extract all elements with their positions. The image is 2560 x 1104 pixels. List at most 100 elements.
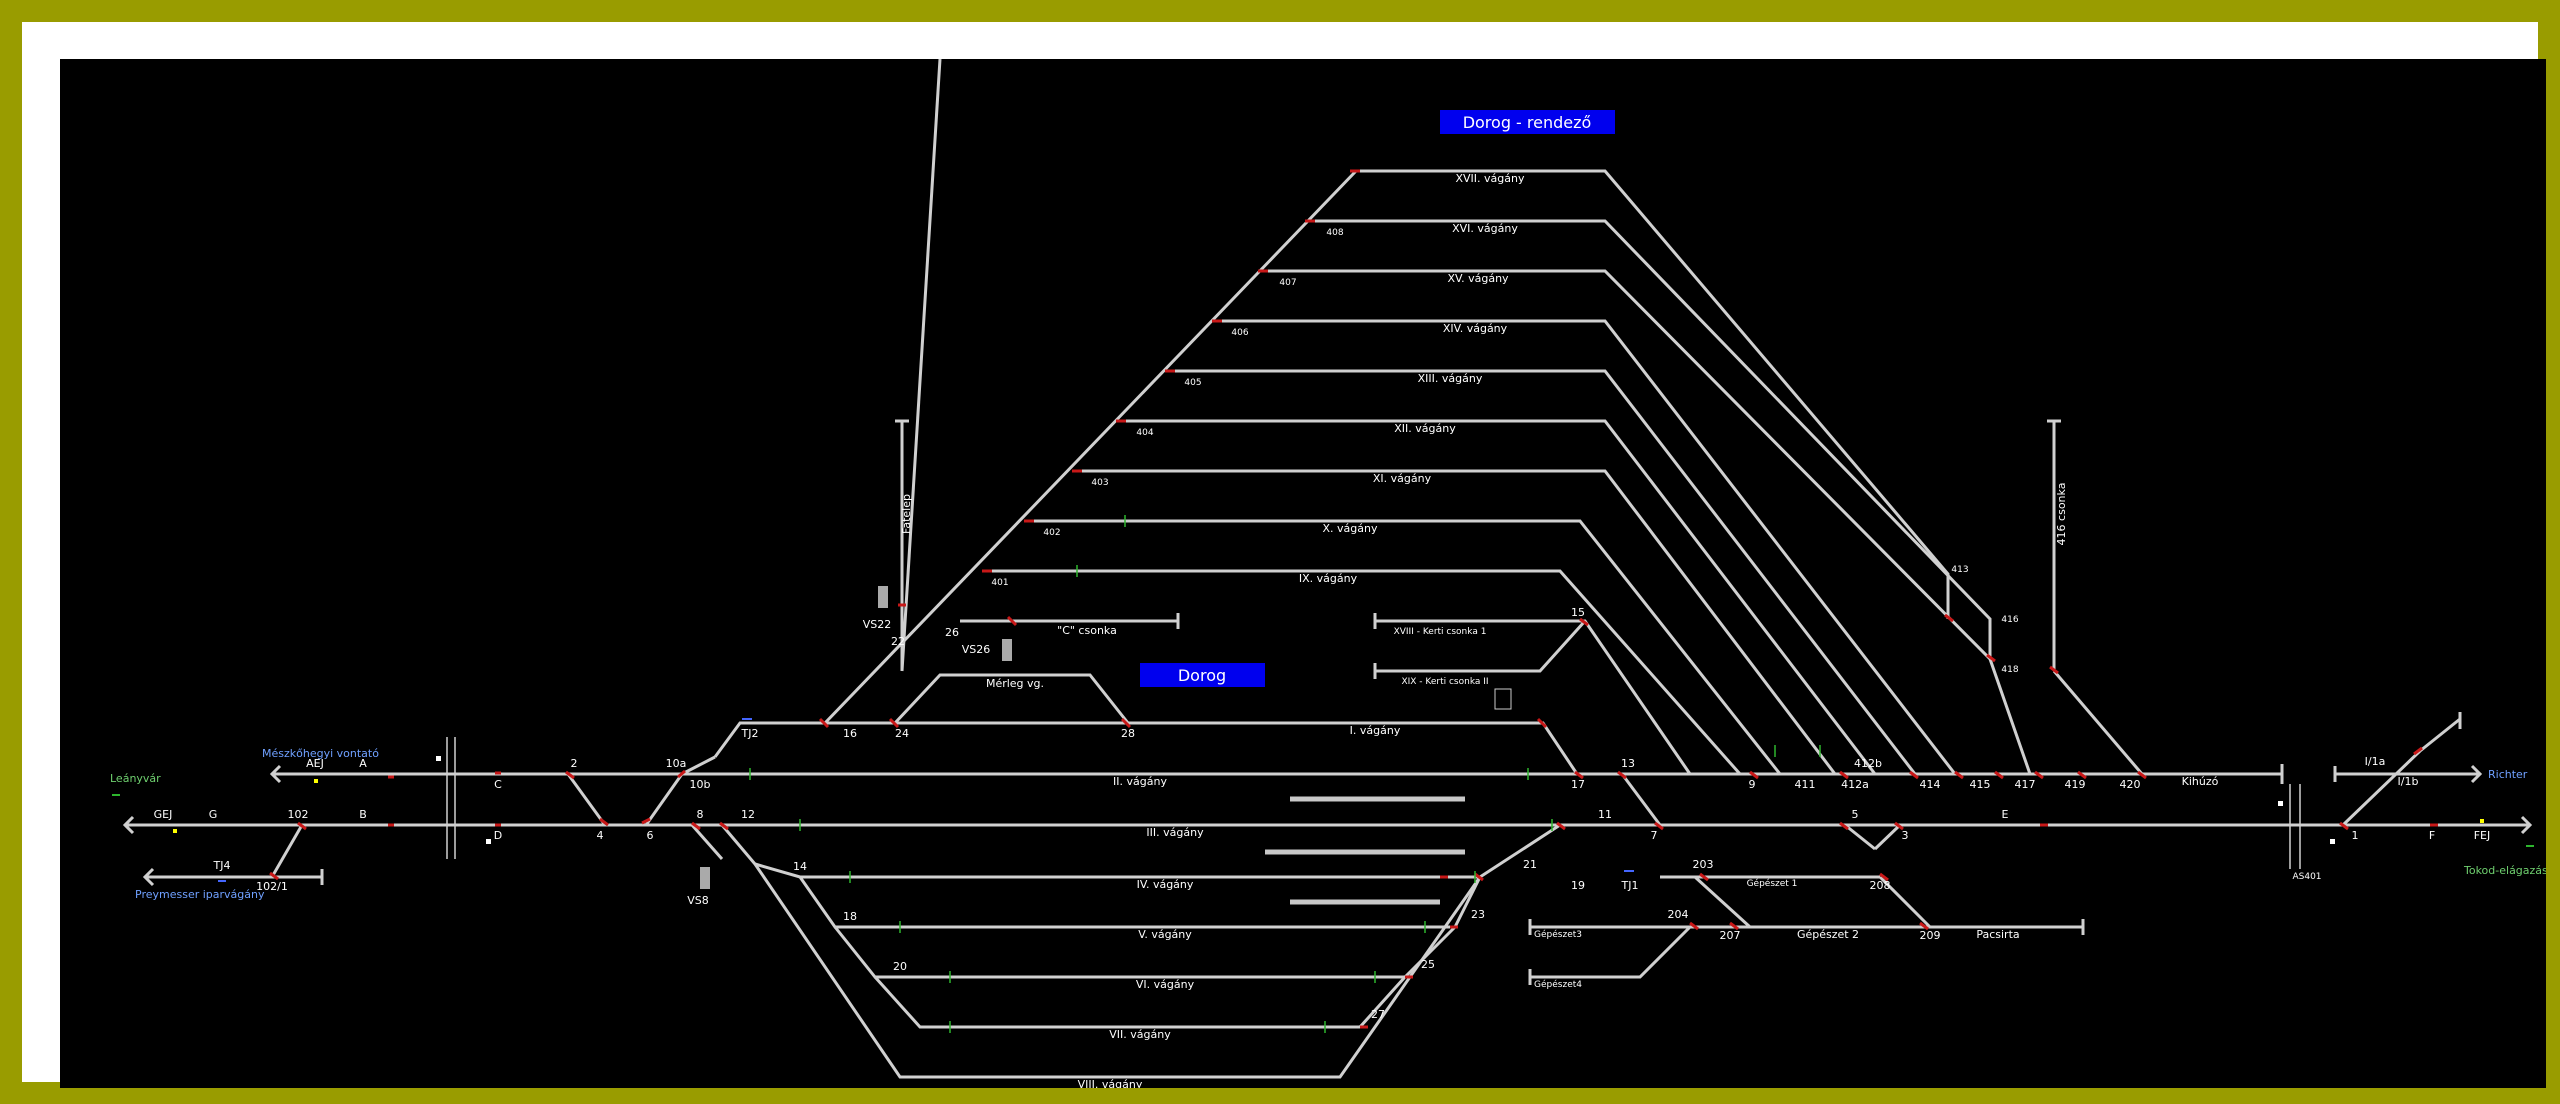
label-kihuzo: Kihúzó	[2182, 775, 2219, 788]
white-marker-2	[486, 839, 491, 844]
track-xi[interactable]	[1078, 469, 1837, 775]
switch-14: 14	[793, 860, 807, 873]
label-track-xviii: XVIII - Kerti csonka 1	[1394, 627, 1487, 637]
track-ii-left-arrow	[269, 764, 282, 784]
sig-b: B	[359, 808, 367, 821]
switch-1: 1	[2352, 829, 2359, 842]
crossover-6-10b	[644, 773, 684, 826]
track-xiii[interactable]	[1172, 369, 1917, 775]
switch-412b: 412b	[1854, 757, 1882, 770]
main-tracks	[122, 712, 2533, 887]
label-track-xiv: XIV. vágány	[1443, 322, 1508, 335]
outer-frame: Dorog - rendező Dorog	[22, 22, 2546, 1088]
track-xviii[interactable]	[1375, 619, 1692, 775]
white-marker-1	[436, 756, 441, 761]
switch-204: 204	[1668, 908, 1689, 921]
label-track-ix: IX. vágány	[1299, 572, 1358, 585]
switch-8: 8	[697, 808, 704, 821]
vs26-signal-icon	[1002, 639, 1012, 661]
switch-labels: 2 4 6 8 10a 10b 12 14 16 18 20 22 24 26 …	[256, 228, 2358, 1021]
platforms	[1265, 796, 1465, 905]
track-iii-right-arrow	[2520, 815, 2533, 835]
track-viii[interactable]	[720, 824, 1482, 1079]
switch-403: 403	[1091, 478, 1108, 488]
label-gepeszet2: Gépészet 2	[1797, 928, 1859, 941]
signal-labels: GEJ G AEJ A B C D TJ2 TJ4 TJ1 E F FEJ VS…	[154, 618, 2491, 907]
switch-2: 2	[571, 757, 578, 770]
label-416-csonka: 416 csonka	[2055, 483, 2068, 546]
place-labels: Leányvár Mészkőhegyi vontató Preymesser …	[110, 747, 2546, 901]
white-marker-4	[2330, 839, 2335, 844]
vs8-signal-icon	[700, 867, 710, 889]
label-track-vii: VII. vágány	[1109, 1028, 1171, 1041]
label-track-xix: XIX - Kerti csonka II	[1401, 677, 1488, 687]
link-21-11	[1479, 823, 1561, 879]
vs22-signal-icon	[878, 586, 888, 608]
left-throat	[566, 755, 1561, 1079]
right-throat	[1528, 773, 2085, 985]
switch-408: 408	[1326, 228, 1343, 238]
switch-20: 20	[893, 960, 907, 973]
switch-407: 407	[1279, 278, 1296, 288]
switch-21: 21	[1523, 858, 1537, 871]
track-xii[interactable]	[1122, 419, 1877, 775]
track-xvi[interactable]	[1312, 219, 1992, 659]
track-vi[interactable]	[833, 925, 1457, 979]
gej-lamp	[173, 829, 177, 833]
switch-401: 401	[991, 578, 1008, 588]
sig-tj1: TJ1	[1621, 879, 1639, 892]
switch-404: 404	[1136, 428, 1153, 438]
link-5	[1844, 823, 1876, 851]
track-iv[interactable]	[754, 862, 1480, 879]
switch-414: 414	[1920, 778, 1941, 791]
fatelep-link	[900, 59, 942, 672]
sig-vs26: VS26	[962, 643, 991, 656]
switch-405: 405	[1184, 378, 1201, 388]
white-marker-3	[2278, 801, 2283, 806]
track-xvii[interactable]	[1356, 169, 1950, 619]
yard-title-box	[1440, 110, 1615, 134]
merleg-track[interactable]	[893, 673, 1130, 725]
label-preymesser: Preymesser iparvágány	[135, 888, 265, 901]
label-track-i: I. vágány	[1350, 724, 1401, 737]
switch-markers	[269, 169, 2438, 1029]
label-gepeszet3: Gépészet3	[1534, 929, 1582, 940]
switch-12: 12	[741, 808, 755, 821]
switch-4: 4	[597, 829, 604, 842]
gepeszet2-diag	[1693, 875, 1752, 929]
preymesser-arrow	[142, 867, 155, 887]
switch-411: 411	[1795, 778, 1816, 791]
crossover-2-4	[566, 773, 607, 826]
track-ix[interactable]	[988, 569, 1742, 775]
track-i[interactable]	[713, 721, 1579, 775]
switch-9: 9	[1749, 778, 1756, 791]
track-xix[interactable]	[1375, 619, 1587, 673]
aej-lamp	[314, 779, 318, 783]
switch-6: 6	[647, 829, 654, 842]
label-track-x: X. vágány	[1323, 522, 1378, 535]
kerti-signal-box	[1494, 688, 1512, 710]
switch-16: 16	[843, 727, 857, 740]
track-labels: I. vágány II. vágány III. vágány IV. vág…	[900, 172, 2418, 1088]
track-xiv[interactable]	[1218, 319, 1957, 775]
switch-417: 417	[2015, 778, 2036, 791]
label-track-vi: VI. vágány	[1136, 978, 1195, 991]
link-8	[690, 824, 724, 860]
link-23	[1453, 876, 1482, 928]
sig-as401: AS401	[2292, 872, 2321, 882]
sig-tj2: TJ2	[741, 727, 759, 740]
label-gepeszet1: Gépészet 1	[1747, 878, 1798, 889]
track-vii[interactable]	[873, 975, 1407, 1029]
track-iii-left-arrow	[122, 815, 135, 835]
yard-ladder-left	[823, 169, 1358, 725]
track-layout-svg: Dorog - rendező Dorog	[110, 59, 2546, 1088]
switch-413: 413	[1951, 565, 1968, 575]
switch-102: 102	[288, 808, 309, 821]
sig-vs22: VS22	[863, 618, 892, 631]
gepeszet4-track[interactable]	[1530, 925, 1692, 979]
switch-402: 402	[1043, 528, 1060, 538]
switch-7: 7	[1651, 829, 1658, 842]
switch-3: 3	[1902, 829, 1909, 842]
track-xv[interactable]	[1265, 269, 2032, 775]
track-x[interactable]	[1030, 519, 1782, 775]
